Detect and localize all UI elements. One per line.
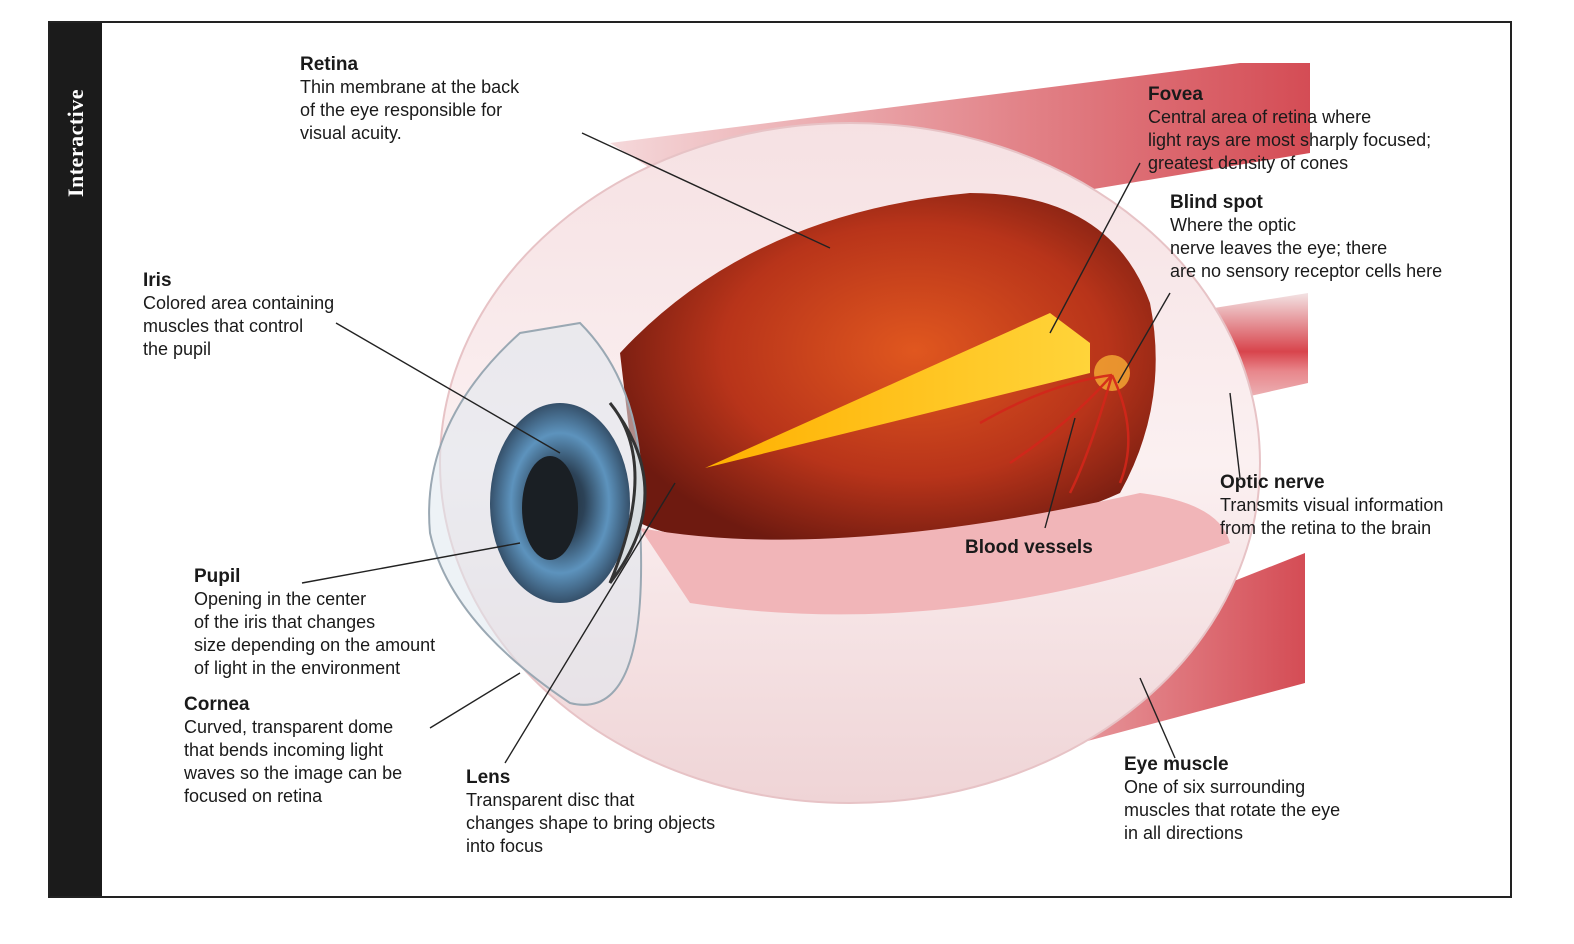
pupil-shape: [522, 456, 578, 560]
label-lens-desc: Transparent disc that changes shape to b…: [466, 790, 716, 856]
label-pupil-title: Pupil: [194, 566, 241, 587]
label-fovea-desc: Central area of retina where light rays …: [1148, 107, 1432, 173]
label-fovea-title: Fovea: [1148, 84, 1203, 105]
label-pupil-desc: Opening in the center of the iris that c…: [194, 589, 436, 678]
label-iris-desc: Colored area containing muscles that con…: [143, 293, 335, 359]
label-optic-nerve: Optic nerve Transmits visual information…: [1220, 471, 1443, 540]
label-blood-vessels-title: Blood vessels: [965, 537, 1093, 558]
label-retina-desc: Thin membrane at the back of the eye res…: [300, 77, 520, 143]
label-optic-nerve-title: Optic nerve: [1220, 472, 1325, 493]
optic-disc: [1094, 355, 1130, 391]
light-beam: [705, 313, 1090, 468]
label-eye-muscle: Eye muscle One of six surrounding muscle…: [1124, 753, 1340, 845]
lower-shell: [640, 493, 1230, 615]
label-lens-title: Lens: [466, 767, 511, 788]
label-blind-spot-desc: Where the optic nerve leaves the eye; th…: [1170, 215, 1443, 281]
label-cornea: Cornea Curved, transparent dome that ben…: [184, 693, 402, 808]
label-retina-title: Retina: [300, 54, 359, 75]
label-optic-nerve-desc: Transmits visual information from the re…: [1220, 495, 1444, 538]
label-cornea-title: Cornea: [184, 694, 250, 715]
label-fovea: Fovea Central area of retina where light…: [1148, 83, 1431, 175]
diagram-frame: Interactive: [48, 21, 1512, 898]
label-blind-spot: Blind spot Where the optic nerve leaves …: [1170, 191, 1442, 283]
blood-vessel-lines: [979, 373, 1130, 494]
label-blood-vessels: Blood vessels: [965, 536, 1093, 559]
label-eye-muscle-desc: One of six surrounding muscles that rota…: [1124, 777, 1341, 843]
label-cornea-desc: Curved, transparent dome that bends inco…: [184, 717, 403, 806]
leader-lines: [301, 132, 1241, 764]
eye-illustration: [301, 63, 1310, 804]
side-bar: Interactive: [50, 23, 102, 896]
label-pupil: Pupil Opening in the center of the iris …: [194, 565, 435, 680]
label-blind-spot-title: Blind spot: [1170, 192, 1263, 213]
label-iris: Iris Colored area containing muscles tha…: [143, 269, 334, 361]
label-iris-title: Iris: [143, 270, 172, 291]
label-eye-muscle-title: Eye muscle: [1124, 754, 1229, 775]
label-retina: Retina Thin membrane at the back of the …: [300, 53, 519, 145]
lens-shape: [608, 402, 647, 584]
label-lens: Lens Transparent disc that changes shape…: [466, 766, 715, 858]
